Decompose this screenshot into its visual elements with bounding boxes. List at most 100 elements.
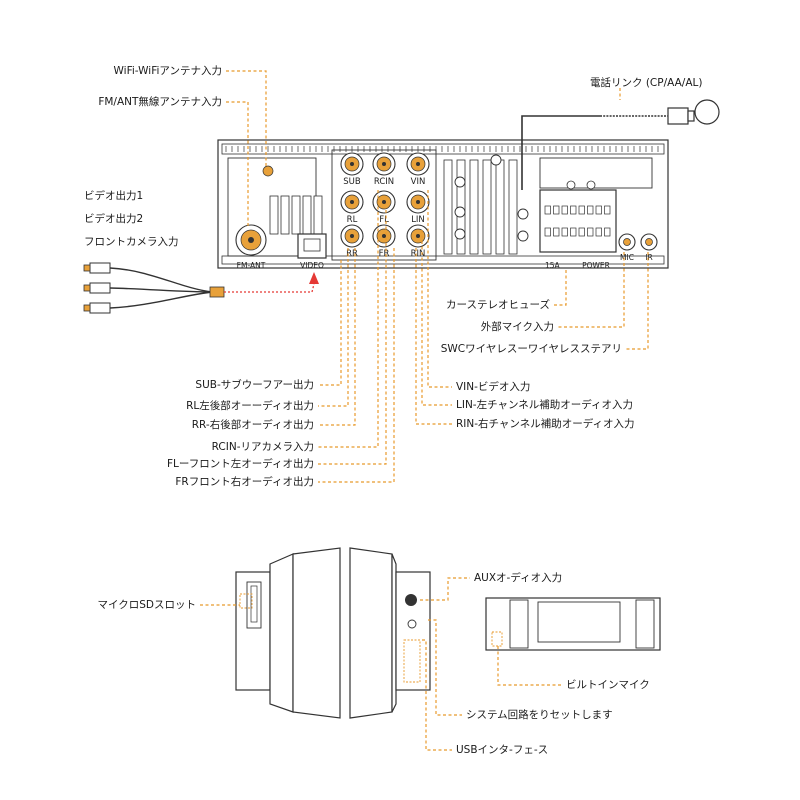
rca-plug	[83, 302, 111, 314]
label-fr: FRフロント右オーディオ出力	[175, 475, 314, 488]
top-leader-lines	[226, 70, 649, 483]
label-video-out2: ビデオ出力2	[84, 212, 143, 225]
rca-jack-fl	[372, 190, 396, 214]
harness-pin	[604, 205, 611, 215]
mic-jack	[618, 233, 636, 251]
label-swc: SWCワイヤレスーワイヤレスステアリ	[441, 343, 622, 355]
harness-pin	[578, 205, 585, 215]
harness-pin	[561, 205, 568, 215]
rca-video-cables	[83, 262, 319, 314]
label-sub: SUB-サブウーフアー出力	[195, 378, 314, 391]
label-reset: システム回路をりセットします	[466, 708, 613, 721]
label-wifi: WiFi-WiFiアンテナ入力	[114, 64, 222, 77]
video-port-label: VIDEO	[300, 261, 324, 270]
label-rin: RIN-右チャンネル補助オーディオ入力	[456, 417, 635, 430]
harness-pin	[570, 205, 577, 215]
power-harness-socket	[539, 189, 617, 253]
usb-port	[403, 639, 421, 683]
label-car-fuse: カーステレオヒューズ	[446, 298, 550, 311]
reset-button	[407, 619, 417, 629]
wifi-antenna-port	[262, 165, 274, 177]
harness-pin	[604, 227, 611, 237]
mount-screw	[517, 208, 529, 220]
aux-jack	[405, 594, 417, 606]
label-vin: VIN-ビデオ入力	[456, 380, 530, 393]
front-panel	[485, 597, 661, 651]
harness-pin	[587, 205, 594, 215]
rca-plug	[83, 282, 111, 294]
sd-slot	[239, 593, 253, 609]
harness-pin	[587, 227, 594, 237]
harness-pin	[553, 227, 560, 237]
rca-label-vin: VIN	[411, 177, 426, 187]
harness-pin	[553, 205, 560, 215]
rca-label-rl: RL	[347, 215, 358, 225]
harness-pin	[595, 205, 602, 215]
right-upper-block	[539, 157, 653, 189]
mic-port-label: MIC	[620, 253, 634, 262]
labels: WiFi-WiFiアンテナ入力 FM/ANT無線アンテナ入力 ビデオ出力1 ビデ…	[84, 64, 702, 756]
label-front-cam: フロントカメラ入力	[84, 235, 179, 248]
rca-label-rr: RR	[346, 249, 358, 259]
mid-fin	[443, 159, 453, 255]
harness-pin	[544, 227, 551, 237]
rca-label-lin: LIN	[411, 215, 425, 225]
fm-ant-label: FM-ANT	[237, 261, 266, 270]
mount-screw	[517, 230, 529, 242]
rca-block	[331, 149, 437, 261]
harness-pin	[578, 227, 585, 237]
harness-pin	[561, 227, 568, 237]
fuse-label: 15A	[545, 261, 561, 270]
harness-mount-screws	[566, 180, 596, 190]
top-heatsink-comb	[221, 143, 665, 155]
rca-label-rcin: RCIN	[374, 177, 394, 187]
video-connector	[297, 233, 327, 259]
bottom-rim	[221, 255, 665, 265]
rca-jack-lin	[406, 190, 430, 214]
label-lin: LIN-左チャンネル補助オーディオ入力	[456, 398, 633, 411]
label-rcin: RCIN-リアカメラ入力	[212, 440, 314, 453]
front-view	[485, 597, 661, 651]
rca-jack-fr	[372, 224, 396, 248]
rca-jack-rr	[340, 224, 364, 248]
rca-jack-vin	[406, 152, 430, 176]
mid-fin	[482, 159, 492, 255]
builtin-mic-hole	[491, 631, 503, 647]
mid-fin	[508, 159, 518, 255]
mount-screw	[490, 154, 502, 166]
mount-screw	[454, 206, 466, 218]
mount-screw	[454, 176, 466, 188]
label-video-out1: ビデオ出力1	[84, 189, 143, 202]
rca-jack-sub	[340, 152, 364, 176]
side-view	[235, 547, 431, 719]
left-fins	[269, 195, 323, 235]
mount-screw	[454, 228, 466, 240]
label-rr: RR-右後部オーディオ出力	[192, 418, 314, 431]
fm-ant-connector	[235, 224, 267, 256]
mid-fin	[469, 159, 479, 255]
rca-label-fl: FL	[379, 215, 389, 225]
label-builtin-mic: ビルトインマイク	[566, 679, 650, 691]
bottom-leader-lines	[200, 577, 562, 751]
ir-port-label: IR	[645, 253, 652, 262]
harness-pin	[570, 227, 577, 237]
label-sd-slot: マイクロSDスロット	[97, 599, 196, 611]
label-aux: AUXオ-ディオ入力	[474, 571, 562, 584]
rca-jack-rcin	[372, 152, 396, 176]
rca-jack-rin	[406, 224, 430, 248]
label-usb: USBインタ-フェ-ス	[456, 744, 548, 756]
label-ext-mic: 外部マイク入力	[481, 320, 554, 333]
label-rl: RL左後部オーーディオ出力	[186, 399, 314, 412]
harness-pin	[544, 205, 551, 215]
rca-jack-rl	[340, 190, 364, 214]
phone-link-cable	[521, 99, 720, 190]
power-label: POWER	[582, 261, 610, 270]
mid-fin	[495, 159, 505, 255]
label-fm: FM/ANT無線アンテナ入力	[98, 95, 222, 108]
rca-plug	[83, 262, 111, 274]
label-phone-link: 電話リンク (CP/AA/AL)	[590, 76, 702, 89]
rca-label-fr: FR	[379, 249, 390, 259]
harness-pin	[595, 227, 602, 237]
